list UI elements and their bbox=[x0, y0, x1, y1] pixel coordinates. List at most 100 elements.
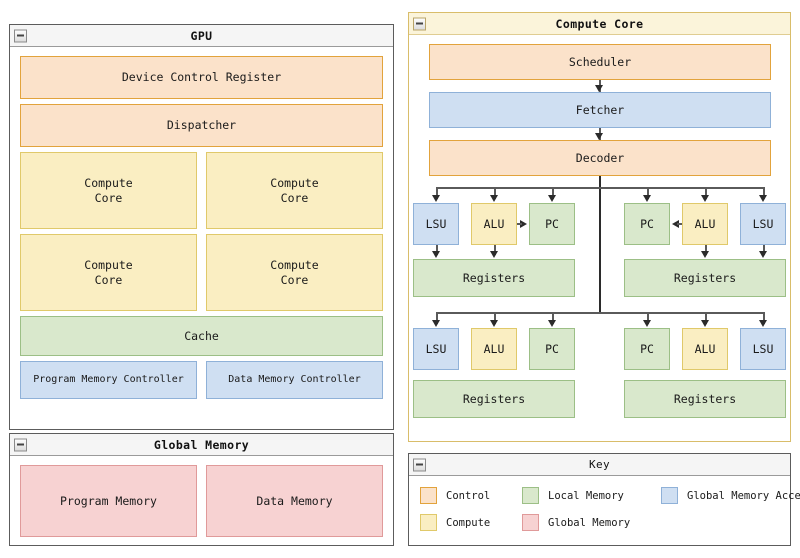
fetcher-box[interactable]: Fetcher bbox=[429, 92, 771, 128]
compute-core-box-4[interactable]: Compute Core bbox=[206, 234, 383, 311]
row1-arrow-5 bbox=[701, 195, 710, 202]
row1-left-lsu-to-registers-line bbox=[436, 245, 438, 255]
decoder-center-spine bbox=[599, 176, 601, 314]
row2-right-registers-box[interactable]: Registers bbox=[624, 380, 786, 418]
row2-drop-3 bbox=[552, 312, 554, 324]
row2-left-alu-box[interactable]: ALU bbox=[471, 328, 517, 370]
key-label-local-memory: Local Memory bbox=[548, 489, 624, 502]
row1-left-lsu-to-registers-arrow bbox=[432, 251, 441, 258]
scheduler-box[interactable]: Scheduler bbox=[429, 44, 771, 80]
compute-core-box-2[interactable]: Compute Core bbox=[206, 152, 383, 229]
local-memory-swatch-icon bbox=[522, 487, 539, 504]
row2-arrow-5 bbox=[701, 320, 710, 327]
row2-distribution-bus bbox=[436, 312, 763, 314]
row1-left-alu-to-pc-arrow bbox=[520, 219, 527, 228]
scheduler-to-fetcher-arrow bbox=[595, 85, 604, 92]
key-entry-global-memory: Global Memory bbox=[522, 514, 630, 531]
gpu-panel-header: GPU bbox=[10, 25, 393, 47]
row1-left-alu-box[interactable]: ALU bbox=[471, 203, 517, 245]
row2-right-lsu-box[interactable]: LSU bbox=[740, 328, 786, 370]
decoder-box[interactable]: Decoder bbox=[429, 140, 771, 176]
global-memory-panel-body: Program Memory Data Memory bbox=[10, 456, 393, 546]
row1-right-registers-box[interactable]: Registers bbox=[624, 259, 786, 297]
row2-drop-4 bbox=[647, 312, 649, 324]
row1-arrow-2 bbox=[490, 195, 499, 202]
row2-left-registers-box[interactable]: Registers bbox=[413, 380, 575, 418]
row2-drop-6 bbox=[763, 312, 765, 324]
row1-left-lsu-box[interactable]: LSU bbox=[413, 203, 459, 245]
row1-right-alu-to-pc-line bbox=[677, 223, 682, 225]
row1-right-lsu-box[interactable]: LSU bbox=[740, 203, 786, 245]
row1-drop-6 bbox=[763, 187, 765, 199]
minus-square-icon[interactable] bbox=[413, 17, 426, 30]
dispatcher-box[interactable]: Dispatcher bbox=[20, 104, 383, 147]
key-label-control: Control bbox=[446, 489, 491, 502]
data-memory-controller-box[interactable]: Data Memory Controller bbox=[206, 361, 383, 399]
compute-core-panel-header: Compute Core bbox=[409, 13, 790, 35]
control-swatch-icon bbox=[420, 487, 437, 504]
row1-left-pc-box[interactable]: PC bbox=[529, 203, 575, 245]
global-memory-access-swatch-icon bbox=[661, 487, 678, 504]
row1-right-pc-box[interactable]: PC bbox=[624, 203, 670, 245]
row2-right-alu-box[interactable]: ALU bbox=[682, 328, 728, 370]
row2-arrow-1 bbox=[432, 320, 441, 327]
minus-square-icon[interactable] bbox=[14, 438, 27, 451]
key-entry-control: Control bbox=[420, 487, 490, 504]
data-memory-box[interactable]: Data Memory bbox=[206, 465, 383, 537]
minus-square-icon[interactable] bbox=[14, 29, 27, 42]
compute-core-panel-body: Scheduler Fetcher Decoder L bbox=[409, 35, 790, 442]
row1-distribution-bus bbox=[436, 187, 763, 189]
fetcher-to-decoder-arrow bbox=[595, 133, 604, 140]
row2-left-pc-box[interactable]: PC bbox=[529, 328, 575, 370]
row1-arrow-1 bbox=[432, 195, 441, 202]
compute-core-panel-title: Compute Core bbox=[555, 16, 644, 31]
row2-drop-5 bbox=[705, 312, 707, 324]
gpu-panel-body: Device Control Register Dispatcher Compu… bbox=[10, 47, 393, 430]
row1-arrow-6 bbox=[759, 195, 768, 202]
compute-core-box-3[interactable]: Compute Core bbox=[20, 234, 197, 311]
compute-core-box-1[interactable]: Compute Core bbox=[20, 152, 197, 229]
row1-drop-1 bbox=[436, 187, 438, 199]
compute-core-panel: Compute Core Scheduler Fetcher Decoder bbox=[408, 12, 791, 442]
row1-right-lsu-to-registers-line bbox=[763, 245, 765, 255]
global-memory-panel-title: Global Memory bbox=[153, 437, 250, 452]
device-control-register-box[interactable]: Device Control Register bbox=[20, 56, 383, 99]
row1-left-alu-to-pc-line bbox=[517, 223, 522, 225]
program-memory-box[interactable]: Program Memory bbox=[20, 465, 197, 537]
row1-right-alu-to-registers-arrow bbox=[701, 251, 710, 258]
row1-right-alu-to-pc-arrow bbox=[672, 219, 679, 228]
minus-square-icon[interactable] bbox=[413, 458, 426, 471]
gpu-panel: GPU Device Control Register Dispatcher C… bbox=[9, 24, 394, 430]
row2-arrow-6 bbox=[759, 320, 768, 327]
key-panel-body: Control Local Memory Global Memory Acces… bbox=[409, 476, 800, 546]
cache-box[interactable]: Cache bbox=[20, 316, 383, 356]
row1-arrow-3 bbox=[548, 195, 557, 202]
row2-left-lsu-box[interactable]: LSU bbox=[413, 328, 459, 370]
row1-left-alu-to-registers-arrow bbox=[490, 251, 499, 258]
global-memory-swatch-icon bbox=[522, 514, 539, 531]
row1-right-alu-to-registers-line bbox=[705, 245, 707, 255]
key-panel-title: Key bbox=[588, 458, 611, 471]
row1-drop-3 bbox=[552, 187, 554, 199]
row1-right-alu-box[interactable]: ALU bbox=[682, 203, 728, 245]
row2-drop-2 bbox=[494, 312, 496, 324]
row1-drop-2 bbox=[494, 187, 496, 199]
row1-left-registers-box[interactable]: Registers bbox=[413, 259, 575, 297]
key-panel: Key Control Local Memory Global Memory A… bbox=[408, 453, 800, 546]
key-entry-local-memory: Local Memory bbox=[522, 487, 624, 504]
key-label-compute: Compute bbox=[446, 516, 491, 529]
row1-left-alu-to-registers-line bbox=[494, 245, 496, 255]
program-memory-controller-box[interactable]: Program Memory Controller bbox=[20, 361, 197, 399]
row1-drop-4 bbox=[647, 187, 649, 199]
key-entry-global-memory-access: Global Memory Access bbox=[661, 487, 800, 504]
row2-arrow-3 bbox=[548, 320, 557, 327]
row2-right-pc-box[interactable]: PC bbox=[624, 328, 670, 370]
global-memory-panel: Global Memory Program Memory Data Memory bbox=[9, 433, 394, 546]
row1-drop-5 bbox=[705, 187, 707, 199]
key-label-global-memory: Global Memory bbox=[548, 516, 631, 529]
row1-right-lsu-to-registers-arrow bbox=[759, 251, 768, 258]
global-memory-panel-header: Global Memory bbox=[10, 434, 393, 456]
key-panel-header: Key bbox=[409, 454, 790, 476]
gpu-panel-title: GPU bbox=[190, 28, 213, 43]
